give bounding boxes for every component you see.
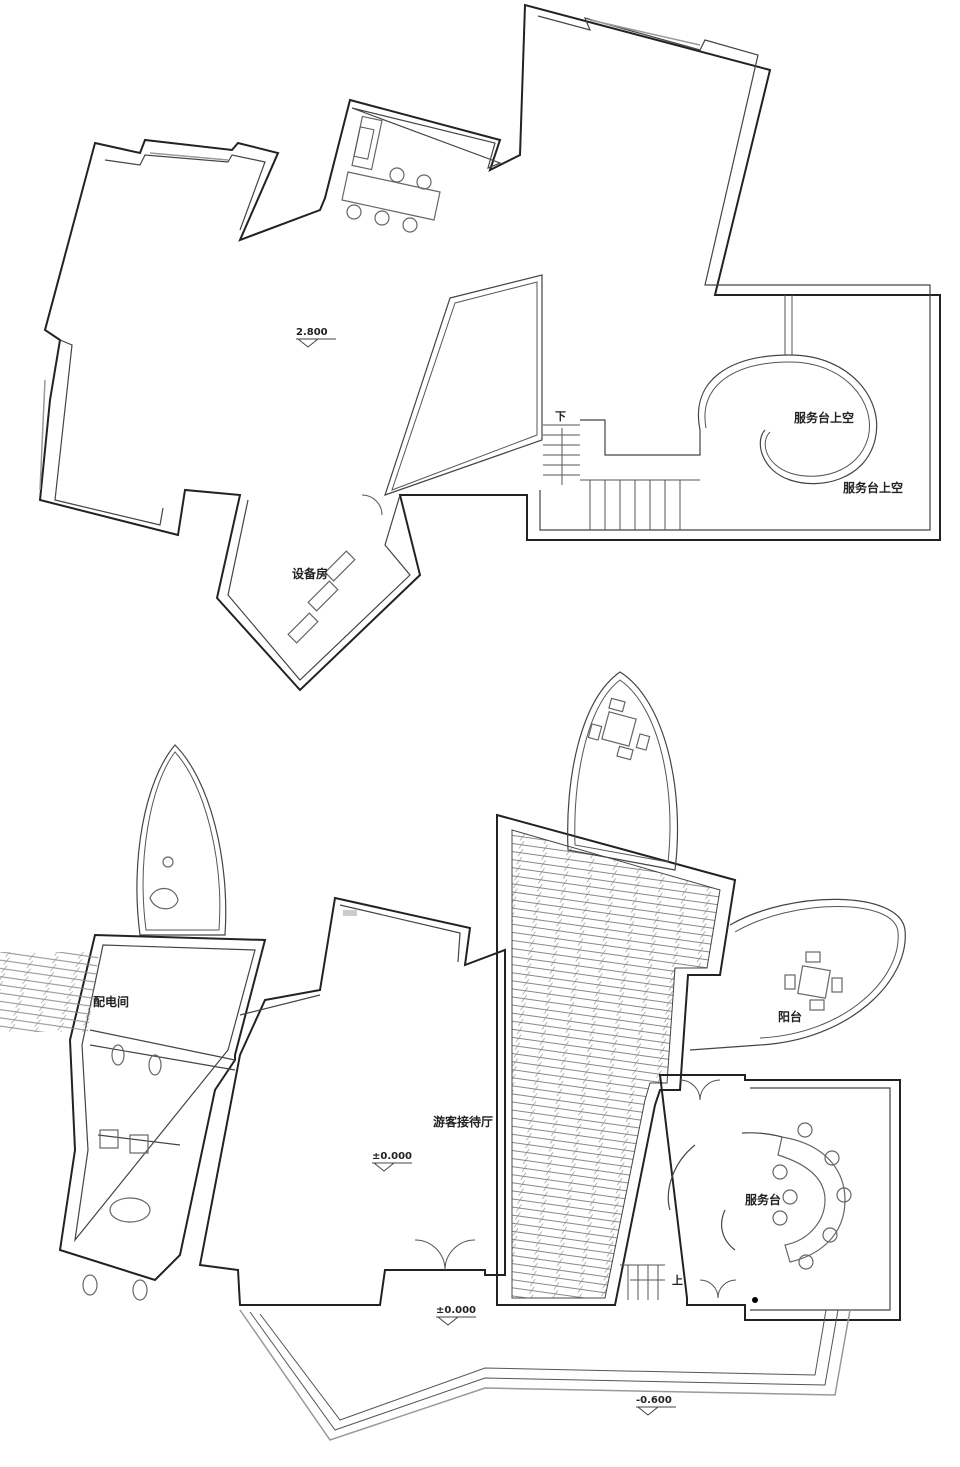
room-label-service-desk: 服务台 <box>745 1193 782 1207</box>
lower-plan <box>0 671 906 1441</box>
room-label-balcony: 阳台 <box>778 1010 803 1024</box>
level-value: ±0.000 <box>372 1151 413 1162</box>
level-triangle-icon <box>436 1316 476 1326</box>
level-value: 2.800 <box>296 327 328 338</box>
level-value: ±0.000 <box>436 1305 477 1316</box>
level-triangle-icon <box>296 338 336 348</box>
level-marker-hall: ±0.000 <box>372 1151 412 1172</box>
table-set-balcony <box>784 951 843 1011</box>
stair-down-label: 下 <box>555 410 566 423</box>
level-marker-ground: -0.600 <box>636 1395 676 1416</box>
level-value: -0.600 <box>636 1395 672 1406</box>
lower-stair <box>620 1264 665 1300</box>
level-triangle-icon <box>636 1406 676 1416</box>
room-label-distribution-room: 配电间 <box>93 995 130 1009</box>
room-label-void-above-desk-2: 服务台上空 <box>843 481 904 495</box>
room-label-void-above-desk-1: 服务台上空 <box>794 411 855 425</box>
upper-stair <box>543 419 701 530</box>
level-triangle-icon <box>372 1162 412 1172</box>
level-marker-entrance: ±0.000 <box>436 1305 476 1326</box>
table-set-top <box>587 697 651 761</box>
room-label-visitor-reception-hall: 游客接待厅 <box>433 1115 494 1129</box>
room-label-equipment-room: 设备房 <box>292 567 329 581</box>
stair-up-label: 上 <box>672 1274 683 1287</box>
upper-plan <box>38 3 941 692</box>
level-marker-2800: 2.800 <box>296 327 336 348</box>
